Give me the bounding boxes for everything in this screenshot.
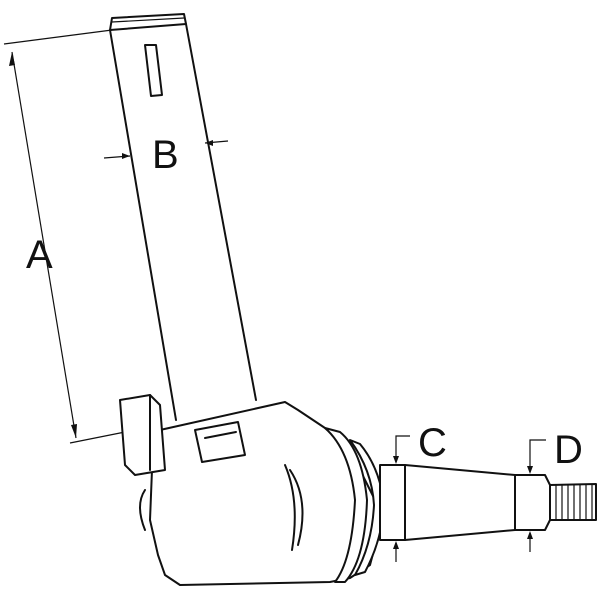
label-c: C	[418, 421, 447, 465]
label-d: D	[554, 428, 583, 472]
dimension-d	[527, 439, 546, 552]
label-a: A	[26, 233, 53, 277]
dimension-c	[393, 435, 410, 562]
shaft	[109, 13, 257, 421]
dimension-b	[103, 140, 229, 159]
label-b: B	[152, 133, 179, 177]
dimension-a	[3, 29, 126, 444]
knuckle-body	[119, 394, 385, 586]
spindle	[379, 464, 597, 541]
